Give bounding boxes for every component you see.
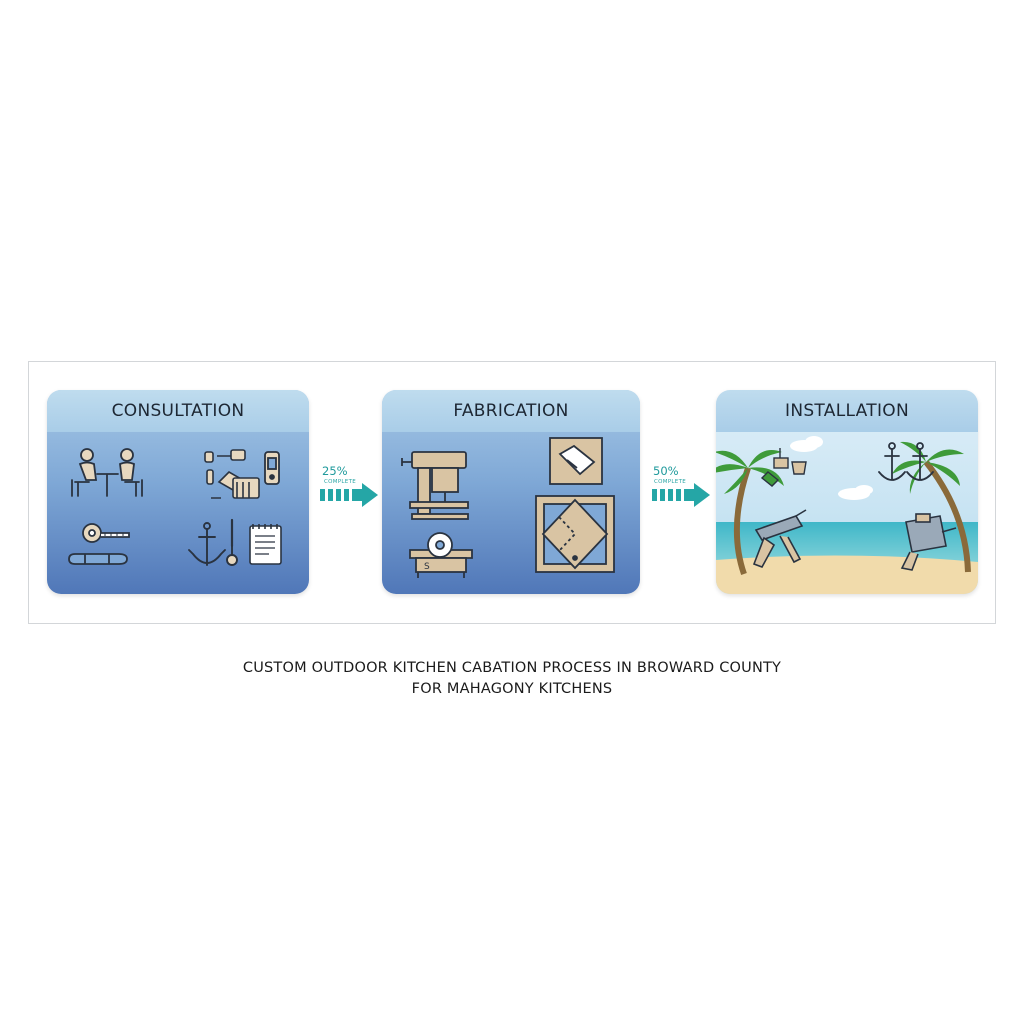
step-title: FABRICATION xyxy=(382,390,640,432)
progress-status: COMPLETE xyxy=(324,479,357,485)
tools-tags-icon xyxy=(204,449,260,499)
anchor-icon xyxy=(188,518,238,566)
progress-percent: 50% xyxy=(653,464,679,478)
consultation-illustration xyxy=(68,448,282,566)
fabrication-illustration: S xyxy=(401,437,615,578)
meeting-icon xyxy=(71,448,143,497)
router-icon xyxy=(900,513,957,571)
step-consultation: CONSULTATION xyxy=(47,390,309,594)
joinery-panel-icon xyxy=(535,495,615,573)
phone-icon xyxy=(264,451,280,485)
cloud-icon xyxy=(790,436,873,500)
tape-measure-icon xyxy=(68,523,130,565)
caulk-gun-icon xyxy=(752,509,807,568)
progress-arrow xyxy=(320,483,378,507)
cut-panel-icon xyxy=(549,437,603,485)
palm-tree-icon xyxy=(716,450,784,575)
step-title: INSTALLATION xyxy=(716,390,978,432)
tools-icon xyxy=(760,448,807,487)
step-installation: INSTALLATION xyxy=(716,390,978,594)
drill-press-icon xyxy=(401,451,469,520)
step-fabrication: FABRICATION S xyxy=(382,390,640,594)
progress-status: COMPLETE xyxy=(654,479,687,485)
anchor-icon xyxy=(878,442,934,481)
progress-percent: 25% xyxy=(322,464,348,478)
step-title: CONSULTATION xyxy=(47,390,309,432)
diagram-caption-line1: CUSTOM OUTDOOR KITCHEN CABATION PROCESS … xyxy=(242,660,782,676)
svg-text:S: S xyxy=(424,562,430,572)
diagram-caption-line2: FOR MAHAGONY KITCHENS xyxy=(411,681,613,697)
progress-arrow xyxy=(652,483,710,507)
notepad-icon xyxy=(249,524,282,565)
installation-illustration xyxy=(716,432,978,594)
table-saw-icon: S xyxy=(409,532,473,578)
